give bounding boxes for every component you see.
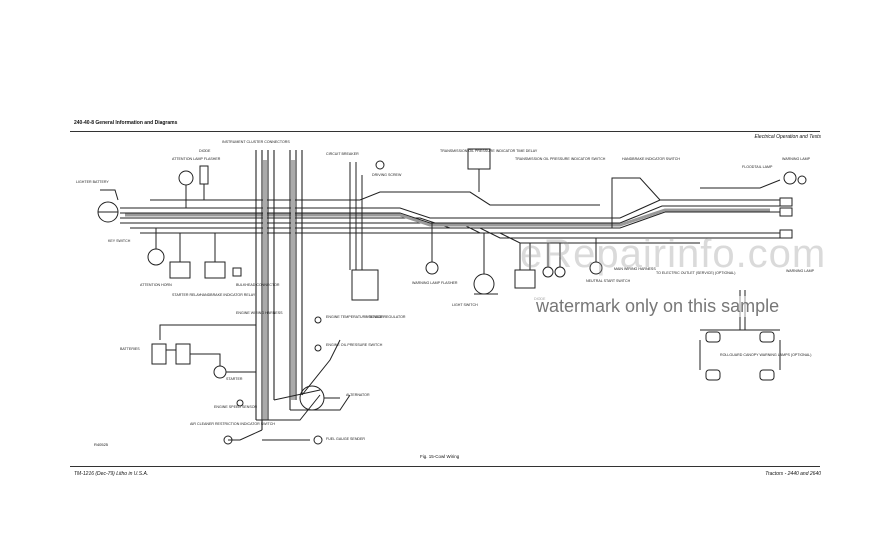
label-air-cleaner-switch: AIR CLEANER RESTRICTION INDICATOR SWITCH [190, 422, 275, 426]
main-harness-shading [125, 208, 770, 227]
label-warning-lamp-flasher: WARNING LAMP FLASHER [412, 281, 458, 285]
page-footer-left: TM-1216 (Dec-79) Litho in U.S.A. [74, 471, 149, 477]
label-diode: DIODE [199, 149, 211, 153]
label-transmission-oil-switch: TRANSMISSION OIL PRESSURE INDICATOR SWIT… [515, 157, 606, 161]
label-attention-horn: ATTENTION HORN [140, 283, 172, 287]
vertical-trunk-shading [263, 160, 295, 420]
label-circuit-breaker: CIRCUIT BREAKER [326, 152, 359, 156]
label-engine-oil-switch: ENGINE OIL PRESSURE SWITCH [326, 343, 383, 347]
watermark-brand: eRepairinfo.com [520, 232, 827, 276]
engine-harness [228, 339, 351, 441]
right-lamps [611, 171, 807, 239]
header-rule [70, 131, 820, 132]
label-transmission-oil-time-delay: TRANSMISSION OIL PRESSURE INDICATOR TIME… [440, 149, 538, 153]
label-engine-speed-sensor: ENGINE SPEED SENSOR [214, 405, 258, 409]
label-key-switch: KEY SWITCH [108, 239, 131, 243]
label-handbrake-switch: HANDBRAKE INDICATOR SWITCH [622, 157, 680, 161]
label-batteries: BATTERIES [120, 347, 140, 351]
label-warning-lamp-right: WARNING LAMP [786, 269, 815, 273]
label-bulkhead-connector: BULKHEAD CONNECTOR [236, 283, 280, 287]
figure-ref-code: R40525 [94, 442, 109, 447]
label-fuel-gauge-sender: FUEL GAUGE SENDER [326, 437, 365, 441]
footer-rule [70, 466, 820, 467]
label-floodtail-lamp: FLOODTAIL LAMP [742, 165, 773, 169]
time-delay-box [467, 148, 491, 192]
label-main-wiring-harness: MAIN WIRING HARNESS [614, 267, 656, 271]
label-rollguard-lamps: ROLLGUARD CANOPY WARNING LAMPS (OPTIONAL… [720, 353, 811, 357]
light-switch-group [425, 223, 498, 295]
relay-group [147, 228, 242, 279]
label-voltage-regulator: VOLTAGE REGULATOR [366, 315, 406, 319]
figure-caption: Fig. 15-Cowl Wiring [420, 454, 460, 459]
label-neutral-start: NEUTRAL START SWITCH [586, 279, 631, 283]
label-instrument-cluster: INSTRUMENT CLUSTER CONNECTORS [222, 140, 290, 144]
label-engine-wiring-harness: ENGINE WIRING HARNESS [236, 311, 283, 315]
watermark-notice: watermark only on this sample [534, 296, 782, 317]
label-alternator: ALTERNATOR [346, 393, 370, 397]
label-starter-relay: STARTER RELAY [172, 293, 202, 297]
battery-starter [151, 324, 256, 379]
page-footer-right: Tractors - 2440 and 2640 [765, 471, 821, 477]
label-engine-temp-sensor: ENGINE TEMPERATURE SENSOR [326, 315, 384, 319]
alternator [299, 385, 340, 411]
label-warning-lamp-top: WARNING LAMP [782, 157, 811, 161]
label-driving-screw: DRIVING SCREW [372, 173, 402, 177]
page-header-left: 240-40-8 General Information and Diagram… [74, 120, 178, 126]
label-attention-lamp-flasher: ATTENTION LAMP FLASHER [172, 157, 221, 161]
label-starter: STARTER [226, 377, 243, 381]
key-switch-area [97, 189, 119, 223]
attention-flasher [178, 165, 209, 208]
sensors [223, 316, 323, 445]
label-lighter-battery: LIGHTER BATTERY [76, 180, 109, 184]
label-light-switch: LIGHT SWITCH [452, 303, 478, 307]
neutral-start-group [514, 238, 603, 289]
label-electric-outlet: TO ELECTRIC OUTLET (SERVICE) (OPTIONAL) [656, 271, 735, 275]
regulator-group [349, 160, 385, 301]
vertical-trunk [255, 150, 303, 430]
page-header-right: Electrical Operation and Tests [754, 134, 821, 140]
label-handbrake-relay: HANDBRAKE INDICATOR RELAY [200, 293, 256, 297]
